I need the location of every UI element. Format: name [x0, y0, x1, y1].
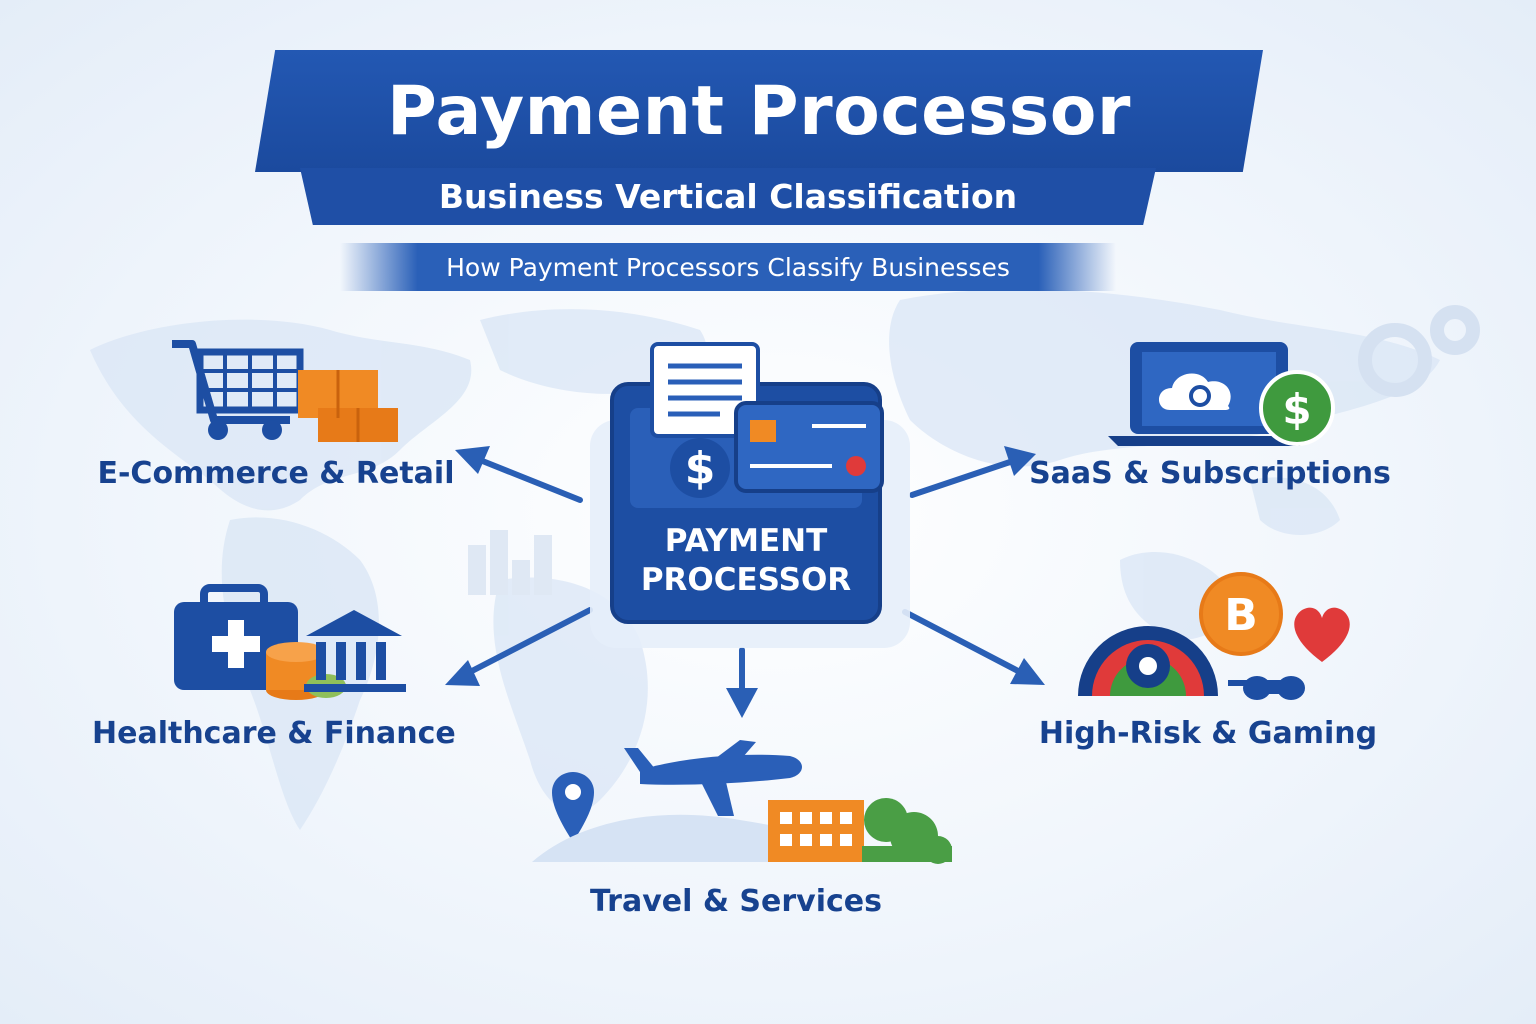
category-saas-label: SaaS & Subscriptions	[1029, 456, 1391, 491]
connector-arrows	[445, 446, 1045, 718]
category-highrisk-label: High-Risk & Gaming	[1038, 716, 1378, 751]
center-node-label: PAYMENT PROCESSOR	[612, 522, 880, 600]
bank-icon	[304, 610, 406, 692]
subtitle-banner: Business Vertical Classification	[300, 168, 1156, 225]
gear-icon	[1358, 305, 1480, 397]
page-title: Payment Processor	[387, 71, 1131, 151]
credit-card-icon	[734, 401, 884, 493]
tagline-strip: How Payment Processors Classify Business…	[340, 243, 1116, 291]
location-pin-icon	[552, 772, 594, 842]
title-banner: Payment Processor	[255, 50, 1263, 172]
bitcoin-symbol: B	[1224, 590, 1258, 641]
game-controller-icon	[1228, 676, 1305, 700]
roulette-wheel-icon	[1078, 626, 1218, 696]
category-travel-label: Travel & Services	[589, 884, 883, 919]
document-icon	[650, 342, 760, 438]
package-boxes-icon	[298, 370, 398, 442]
center-label-line1: PAYMENT	[664, 523, 828, 559]
payment-processor-icon	[590, 342, 910, 648]
bar-chart-decoration	[468, 530, 552, 595]
dollar-icon: $	[684, 442, 716, 494]
dollar-badge: $	[670, 438, 730, 498]
category-ecommerce-label: E-Commerce & Retail	[97, 456, 455, 491]
center-label-line2: PROCESSOR	[640, 562, 852, 598]
category-healthcare-label: Healthcare & Finance	[92, 716, 456, 751]
dollar-coin-icon	[1259, 370, 1335, 446]
cloud-sync-icon	[1158, 373, 1231, 410]
page-tagline: How Payment Processors Classify Business…	[446, 252, 1010, 282]
airplane-icon	[624, 740, 802, 816]
trees-icon	[862, 798, 952, 864]
hotel-building-icon	[768, 800, 864, 862]
heart-icon	[1294, 607, 1350, 662]
saas-dollar-symbol: $	[1282, 385, 1311, 434]
page-subtitle: Business Vertical Classification	[438, 177, 1018, 216]
bitcoin-icon	[1199, 572, 1283, 656]
